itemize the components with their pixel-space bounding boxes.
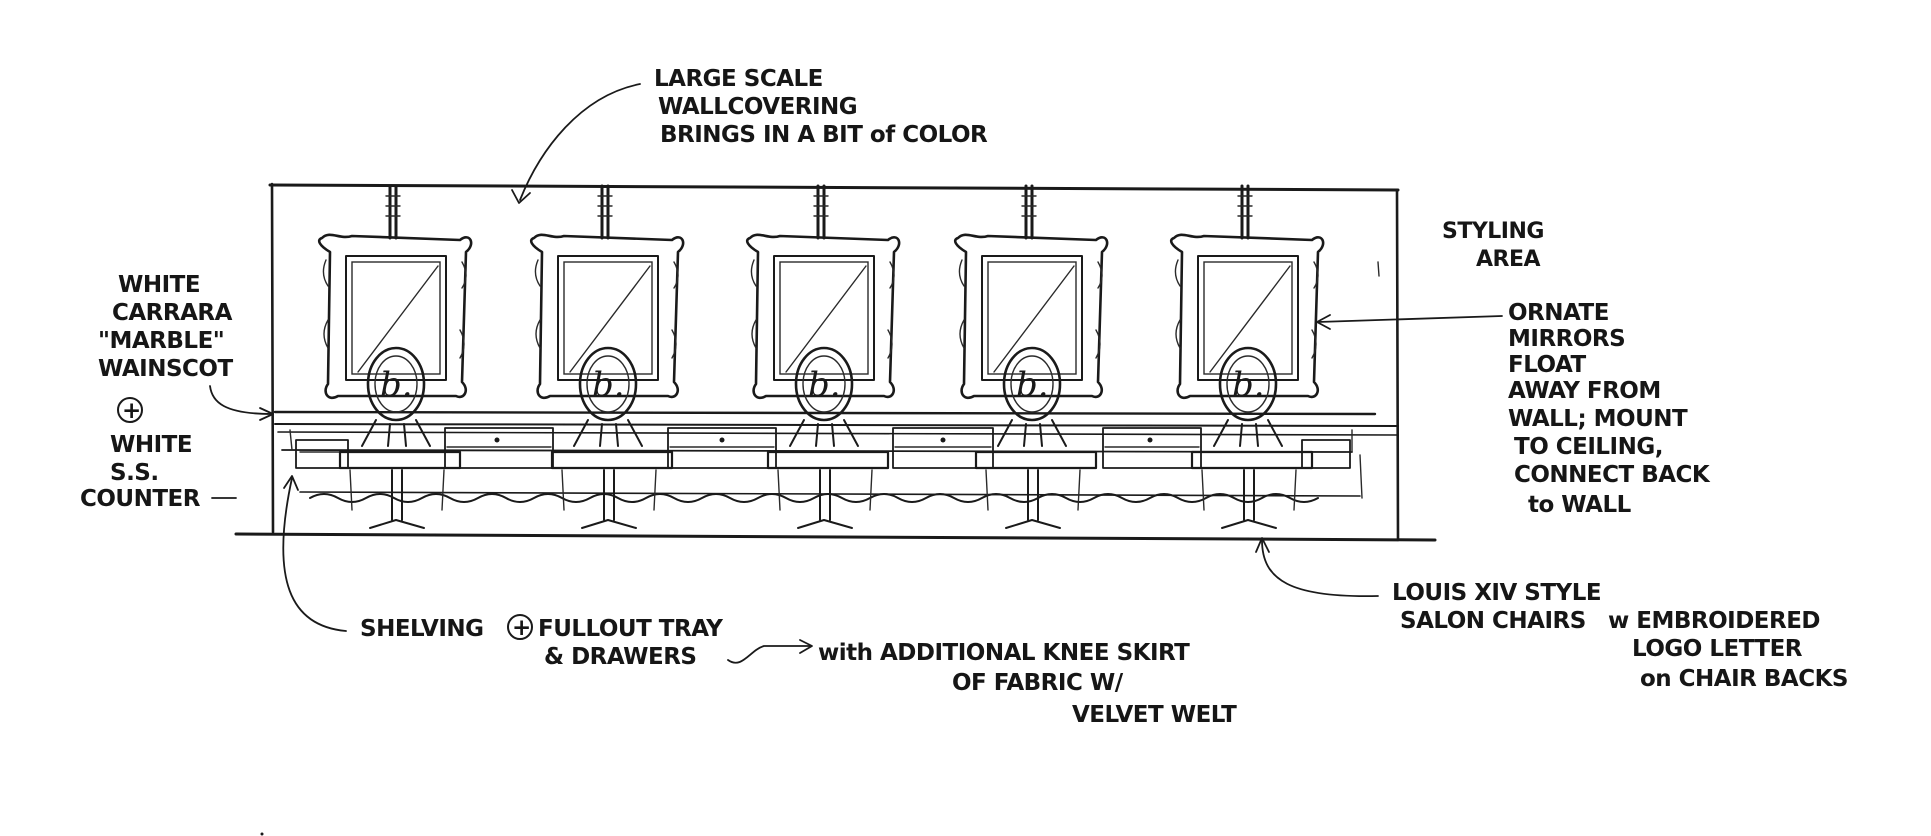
station: b.: [745, 184, 901, 529]
ornate-mirror: [317, 233, 473, 400]
wall-elevation: [234, 182, 1437, 542]
mirrors-note-line: ORNATE: [1508, 300, 1609, 326]
wainscot-note-line: WAINSCOT: [98, 356, 233, 382]
ceiling-mount-rod: [385, 184, 401, 240]
drawer-unit: [667, 427, 777, 469]
mirrors-note-line: WALL; MOUNT: [1508, 406, 1688, 432]
counter-top: [550, 450, 674, 470]
styling-area-line: STYLING: [1442, 219, 1544, 244]
wainscot-note: WHITE CARRARA "MARBLE" WAINSCOT +: [98, 272, 234, 424]
plus-symbol: +: [512, 615, 531, 641]
chair-note-line: LOGO LETTER: [1632, 636, 1803, 662]
wainscot-note-line: "MARBLE": [98, 328, 224, 354]
station: b.: [529, 184, 685, 529]
ornate-mirror: [1169, 233, 1325, 400]
counter-top: [974, 450, 1098, 470]
counter-top: [766, 450, 890, 470]
counter-note-line: COUNTER: [80, 486, 201, 512]
styling-area-line: AREA: [1476, 247, 1540, 272]
salon-chair: b.: [349, 346, 445, 529]
drawer-unit: [295, 439, 349, 469]
chair-logo-letter: b.: [380, 365, 413, 405]
mirrors-note-line: MIRRORS: [1508, 326, 1625, 352]
counter-top: [1190, 450, 1314, 470]
ornate-mirror: [529, 233, 685, 400]
ceiling-mount-rod: [597, 184, 613, 240]
shelving-note-line: FULLOUT TRAY: [538, 616, 723, 642]
plus-circle-icon: +: [117, 397, 143, 424]
pen-dot: [260, 832, 264, 836]
chair-leader-arrow: [1261, 539, 1379, 598]
styling-area-label: STYLING AREA: [1442, 219, 1544, 272]
station: b.: [1169, 184, 1325, 529]
mirrors-note: ORNATE MIRRORS FLOAT AWAY FROM WALL; MOU…: [1508, 300, 1711, 518]
plus-symbol: +: [122, 398, 141, 424]
ornate-mirror: [953, 233, 1109, 400]
shelving-note-line: SHELVING: [360, 616, 484, 642]
chair-logo-letter: b.: [592, 365, 625, 405]
counter-note: WHITE S.S. COUNTER: [80, 432, 201, 512]
drawer-unit: [1102, 427, 1202, 469]
mirrors-leader-arrow: [1317, 315, 1503, 323]
chair-logo-letter: b.: [808, 365, 841, 405]
chair-note-line: LOUIS XIV STYLE: [1392, 580, 1601, 606]
chair-note-line: SALON CHAIRS: [1400, 608, 1586, 634]
chair-logo-letter: b.: [1232, 365, 1265, 405]
drawer-unit: [444, 427, 554, 469]
salon-chair: b.: [561, 346, 657, 529]
ornate-mirror: [745, 233, 901, 400]
wainscot-leader-arrow: [209, 385, 273, 415]
wallcovering-note: LARGE SCALE WALLCOVERING BRINGS IN A BIT…: [654, 66, 989, 148]
ceiling-mount-rod: [1237, 184, 1253, 240]
shelving-leader-arrow: [282, 477, 347, 632]
chair-note-line: w EMBROIDERED: [1608, 608, 1820, 634]
drawer-units: [295, 427, 1351, 469]
counter-top: [338, 450, 462, 470]
wainscot-note-line: WHITE: [118, 272, 200, 298]
mirrors-note-line: to WALL: [1528, 492, 1632, 518]
ceiling-mount-rod: [813, 184, 829, 240]
mirrors-note-line: TO CEILING,: [1514, 434, 1663, 460]
wallcovering-note-line: BRINGS IN A BIT of COLOR: [660, 122, 988, 148]
knee-skirt-note-line: OF FABRIC W/: [952, 670, 1124, 696]
chair-note: LOUIS XIV STYLE SALON CHAIRS w EMBROIDER…: [1392, 580, 1849, 692]
chair-logo-letter: b.: [1016, 365, 1049, 405]
chair-note-line: on CHAIR BACKS: [1640, 666, 1848, 692]
shelving-note: SHELVING + FULLOUT TRAY & DRAWERS: [360, 614, 724, 670]
shelving-note-line: & DRAWERS: [544, 644, 697, 670]
knee-skirt-scallop: [309, 493, 1319, 503]
station: b.: [953, 184, 1109, 529]
wallcovering-note-line: LARGE SCALE: [654, 66, 823, 92]
wallcovering-leader-arrow: [519, 83, 641, 201]
salon-chair: b.: [777, 346, 873, 529]
plus-circle-icon: +: [507, 614, 533, 641]
counter-note-line: S.S.: [110, 460, 159, 486]
station: b.: [317, 184, 473, 529]
knee-skirt-note-line: VELVET WELT: [1072, 702, 1237, 728]
mirrors-note-line: AWAY FROM: [1508, 378, 1661, 404]
ceiling-mount-rod: [1021, 184, 1037, 240]
drawer-unit: [892, 427, 994, 469]
knee-skirt-note: with ADDITIONAL KNEE SKIRT OF FABRIC W/ …: [818, 640, 1238, 728]
drawer-unit: [1301, 439, 1351, 469]
salon-chair: b.: [1201, 346, 1297, 529]
knee-skirt-connector-arrow: [727, 645, 811, 664]
wainscot-note-line: CARRARA: [112, 300, 233, 326]
counter-note-line: WHITE: [110, 432, 192, 458]
wallcovering-note-line: WALLCOVERING: [658, 94, 857, 120]
mirrors-note-line: FLOAT: [1508, 352, 1586, 378]
leader-arrows: [209, 83, 1503, 664]
knee-skirt-note-line: with ADDITIONAL KNEE SKIRT: [818, 640, 1190, 666]
salon-chair: b.: [985, 346, 1081, 529]
mirrors-note-line: CONNECT BACK: [1514, 462, 1711, 488]
